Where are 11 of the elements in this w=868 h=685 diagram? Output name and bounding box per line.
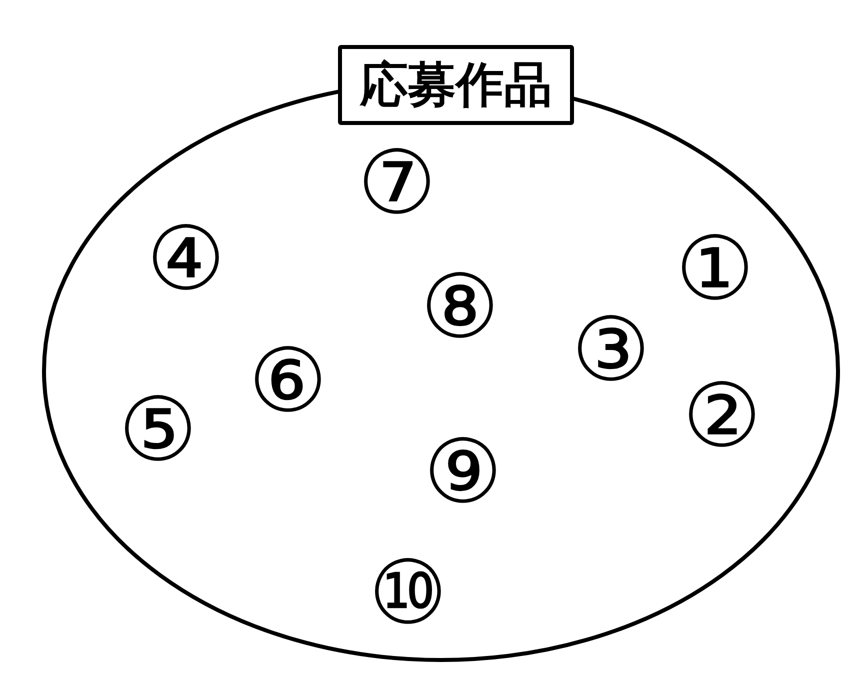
circled-number: ②	[682, 372, 762, 460]
circled-number: ⑧	[420, 263, 500, 351]
circled-number: ④	[146, 215, 226, 303]
circled-number: ③	[572, 306, 650, 394]
circled-number: ⑦	[358, 139, 436, 227]
circled-number: ①	[676, 225, 754, 313]
title-box: 応募作品	[338, 45, 574, 125]
circled-number: ⑩	[368, 549, 448, 637]
circled-number: ⑥	[248, 337, 328, 425]
circled-number: ⑤	[118, 386, 198, 474]
circled-number: ⑨	[424, 428, 502, 516]
